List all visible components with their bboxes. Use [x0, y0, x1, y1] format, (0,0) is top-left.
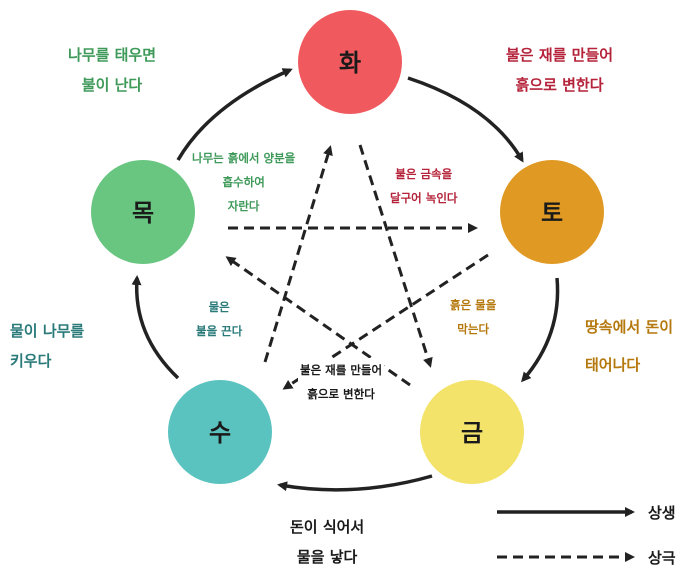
arrow-metal-to-water [277, 474, 433, 492]
water-circle [168, 380, 272, 484]
legend-generating-label: 상생 [648, 504, 676, 522]
label-water-fire-line2: 불을 끈다 [196, 324, 243, 338]
label-fire-earth-line1: 불은 재를 만들어 [506, 46, 614, 64]
earth-label: 토 [541, 199, 563, 227]
arrow-earth-to-water [282, 253, 489, 390]
label-wood-earth: 나무는 흙에서 양분을 흡수하여 자란다 [192, 146, 295, 218]
label-fire-metal-line2: 달구어 녹인다 [390, 191, 458, 205]
wood-circle [91, 160, 195, 264]
label-wood-fire-line1: 나무를 태우면 [68, 46, 157, 64]
label-earth-metal: 땅속에서 돈이 태어나다 [585, 312, 673, 380]
label-water-fire: 물은 불을 끈다 [196, 295, 242, 343]
node-metal: 금 [420, 380, 524, 484]
arrow-fire-to-metal [358, 144, 433, 368]
label-wood-earth-line1: 나무는 흙에서 양분을 [192, 151, 296, 165]
arrow-fire-to-earth [407, 76, 524, 163]
metal-circle [420, 380, 524, 484]
label-metal-water-line1: 돈이 식어서 [290, 518, 365, 536]
label-wood-fire: 나무를 태우면 불이 난다 [68, 40, 156, 100]
label-water-wood: 물이 나무를 키우다 [10, 316, 84, 376]
metal-label: 금 [461, 419, 483, 447]
label-earth-metal-line1: 땅속에서 돈이 [585, 318, 674, 336]
fire-circle [298, 10, 402, 114]
label-wood-fire-line2: 불이 난다 [81, 76, 143, 94]
water-label: 수 [209, 419, 231, 447]
label-earth-water-line2: 막는다 [457, 322, 490, 336]
arrow-wood-to-fire [176, 68, 293, 161]
generating-arrows [131, 68, 560, 492]
legend: 상생 상극 [497, 504, 676, 567]
label-fire-metal-line1: 불은 금속을 [395, 167, 453, 181]
legend-overcoming-label: 상극 [648, 549, 676, 567]
label-metal-water-line2: 물을 낳다 [296, 548, 358, 566]
node-water: 수 [168, 380, 272, 484]
node-fire: 화 [298, 10, 402, 114]
label-metal-wood-line2: 흙으로 변한다 [307, 387, 375, 401]
label-earth-water-line1: 흙은 물을 [450, 298, 497, 312]
label-wood-earth-line2: 흡수하여 [222, 175, 265, 189]
arrow-water-to-wood [131, 275, 180, 380]
label-metal-water: 돈이 식어서 물을 낳다 [290, 512, 364, 572]
label-water-wood-line2: 키우다 [10, 352, 52, 370]
wood-label: 목 [132, 199, 154, 227]
label-water-wood-line1: 물이 나무를 [10, 322, 85, 340]
arrow-earth-to-metal [521, 277, 560, 383]
arrow-water-to-fire [263, 145, 333, 363]
fire-label: 화 [339, 49, 361, 77]
label-metal-wood: 불은 재를 만들어 흙으로 변한다 [298, 358, 385, 406]
label-wood-earth-line3: 자란다 [227, 199, 260, 213]
label-metal-wood-line1: 불은 재를 만들어 [300, 363, 383, 377]
label-water-fire-line1: 물은 [208, 300, 230, 314]
label-earth-metal-line2: 태어나다 [585, 356, 641, 374]
label-earth-water: 흙은 물을 막는다 [450, 293, 496, 341]
earth-circle [500, 160, 604, 264]
label-fire-earth: 불은 재를 만들어 흙으로 변한다 [506, 40, 613, 100]
node-wood: 목 [91, 160, 195, 264]
label-fire-metal: 불은 금속을 달구어 녹인다 [390, 162, 457, 210]
label-fire-earth-line2: 흙으로 변한다 [515, 76, 604, 94]
node-earth: 토 [500, 160, 604, 264]
